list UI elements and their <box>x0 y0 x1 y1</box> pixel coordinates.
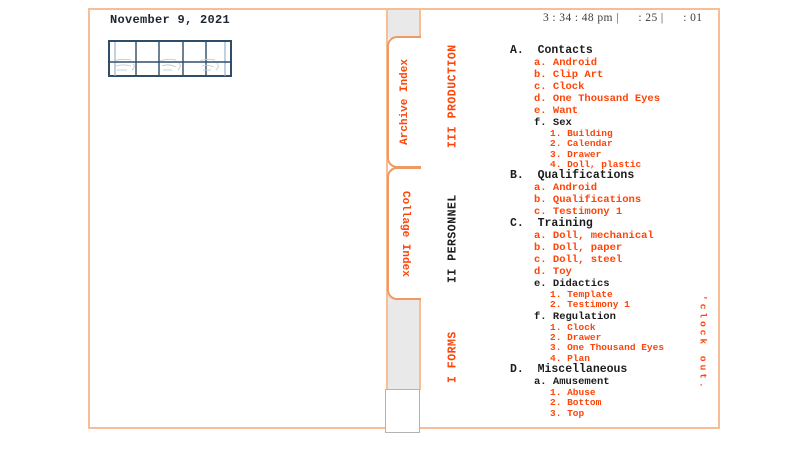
section-label-i-forms[interactable]: I FORMS <box>446 331 460 383</box>
outline-item: f. Sex <box>534 117 572 129</box>
outline-item: C. Training <box>510 217 593 231</box>
outline-item[interactable]: a. Doll, mechanical <box>534 230 654 243</box>
outline-item[interactable]: 1. Building <box>550 128 613 139</box>
outline-item: D. Miscellaneous <box>510 362 628 376</box>
outline-item[interactable]: c. Clock <box>534 81 585 93</box>
clock-out-link[interactable]: 'clock out. <box>697 295 709 391</box>
outline-item[interactable]: 2. Bottom <box>550 397 602 409</box>
tab-collage-index[interactable]: Collage Index <box>387 167 421 300</box>
calendar-grid-drawing <box>108 40 232 77</box>
outline-item[interactable]: 1. Clock <box>550 321 596 333</box>
outline-item: a. Amusement <box>534 375 610 388</box>
outline-item[interactable]: 2. Testimony 1 <box>550 299 630 311</box>
spine-gap-top <box>388 10 419 38</box>
tab-collage-index-label: Collage Index <box>399 190 411 277</box>
outline-item: e. Didactics <box>534 278 610 291</box>
outline-item[interactable]: e. Want <box>534 105 579 117</box>
outline-item[interactable]: 2. Drawer <box>550 332 602 344</box>
outline-item[interactable]: 2. Calendar <box>550 138 613 150</box>
outline-item[interactable]: 1. Abuse <box>550 386 596 398</box>
outline-item[interactable]: b. Doll, paper <box>534 242 623 255</box>
outline-item[interactable]: 3. One Thousand Eyes <box>550 342 665 354</box>
outline-item[interactable]: b. Clip Art <box>534 69 604 81</box>
outline-item[interactable]: d. Toy <box>534 266 572 279</box>
section-label-iii-production[interactable]: III PRODUCTION <box>446 44 460 148</box>
tab-archive-index[interactable]: Archive Index <box>387 36 421 168</box>
outline-item[interactable]: a. Android <box>534 57 598 69</box>
pencil-scribbles <box>113 58 219 71</box>
outline-item: f. Regulation <box>534 310 616 323</box>
spine-gap-bottom <box>388 294 419 389</box>
outline-item[interactable]: 3. Drawer <box>550 148 602 160</box>
outline-item: B. Qualifications <box>510 169 635 183</box>
outline-item[interactable]: c. Doll, steel <box>534 254 623 267</box>
section-label-ii-personnel[interactable]: II PERSONNEL <box>446 194 460 284</box>
tab-archive-index-label: Archive Index <box>399 59 411 145</box>
outline-item[interactable]: 4. Plan <box>550 352 590 364</box>
outline-item[interactable]: c. Testimony 1 <box>534 206 623 219</box>
clock-display: 3 : 34 : 48 pm | : 25 | : 01 <box>543 12 703 24</box>
date-label: November 9, 2021 <box>110 13 231 27</box>
outline-item[interactable]: 4. Doll, plastic <box>550 158 642 170</box>
outline-item: A. Contacts <box>510 44 593 57</box>
outline-item[interactable]: b. Qualifications <box>534 194 642 207</box>
outline-item[interactable]: a. Android <box>534 182 598 195</box>
outline-item[interactable]: 1. Template <box>550 289 613 301</box>
outline-item[interactable]: d. One Thousand Eyes <box>534 93 661 105</box>
outline-item[interactable]: 3. Top <box>550 407 585 419</box>
spine-bottom-tab <box>385 389 420 433</box>
